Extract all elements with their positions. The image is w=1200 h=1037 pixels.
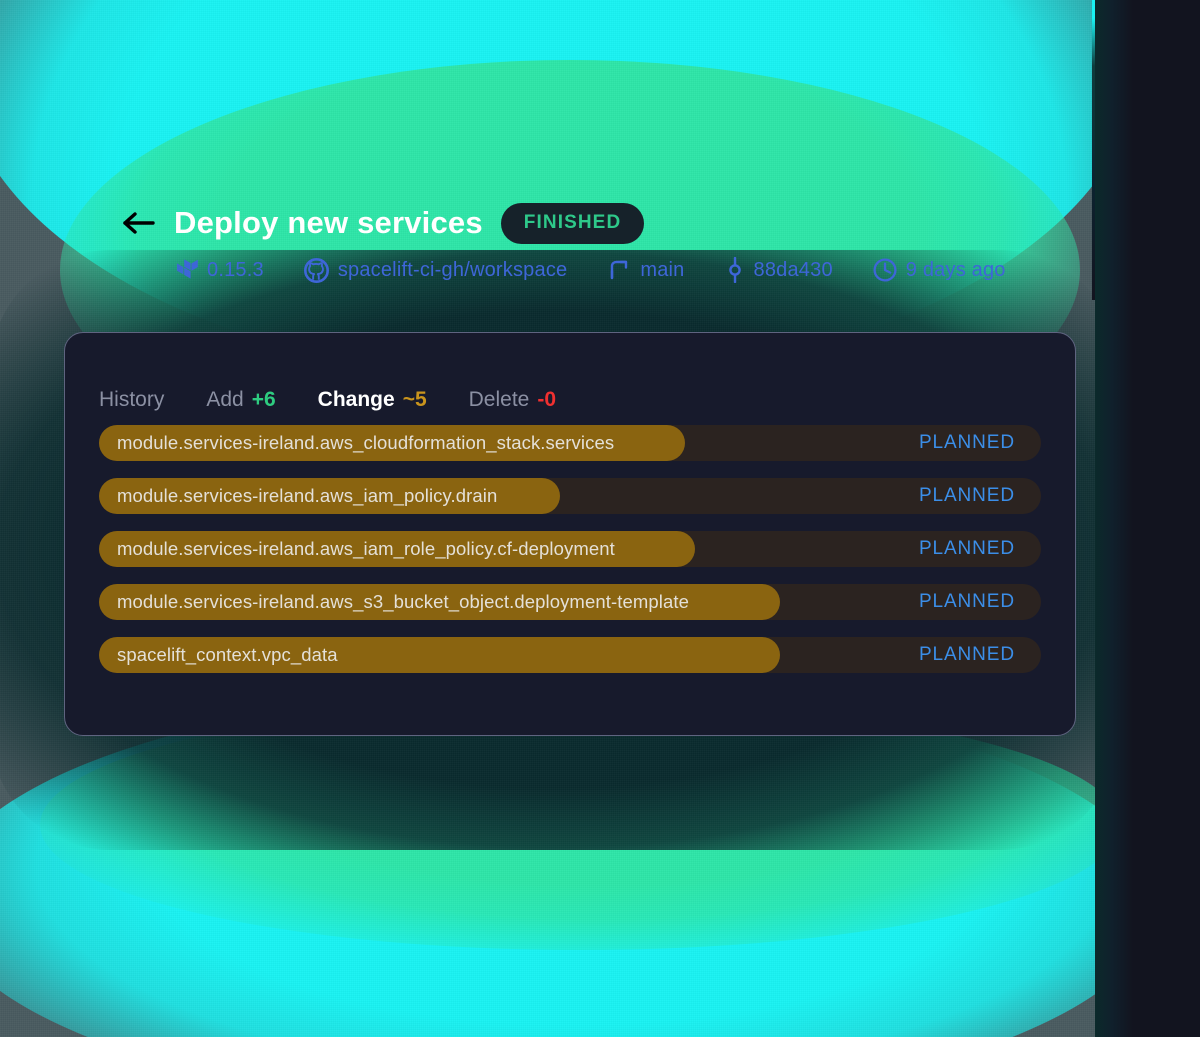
meta-timestamp-label: 9 days ago — [905, 258, 1006, 281]
tab-history-label: History — [99, 388, 165, 411]
tab-change-count: ~5 — [402, 388, 427, 411]
meta-branch[interactable]: main — [607, 258, 684, 282]
status-badge: PLANNED — [918, 591, 1015, 612]
resource-name: module.services-ireland.aws_cloudformati… — [117, 432, 615, 453]
glow-bottom-cyan — [0, 690, 1160, 1037]
tab-delete-count: -0 — [537, 388, 557, 411]
status-badge: PLANNED — [918, 432, 1015, 453]
arrow-left-icon[interactable] — [122, 210, 156, 236]
status-badge: FINISHED — [500, 202, 645, 244]
title-row: Deploy new services FINISHED — [0, 196, 1095, 250]
meta-branch-label: main — [640, 258, 685, 281]
meta-commit[interactable]: 88da430 — [725, 257, 833, 283]
resource-name: module.services-ireland.aws_s3_bucket_ob… — [117, 591, 689, 612]
tab-delete-label: Delete — [468, 388, 530, 411]
github-icon — [303, 257, 329, 283]
tab-history[interactable]: History — [99, 388, 164, 412]
meta-repository[interactable]: spacelift-ci-gh/workspace — [303, 257, 568, 283]
page-title: Deploy new services — [174, 205, 483, 240]
commit-icon — [725, 257, 745, 283]
changes-card: History Add +6 Change ~5 Delete -0 modul… — [64, 332, 1076, 736]
run-metadata: 0.15.3 spacelift-ci-gh/workspace — [0, 250, 1095, 290]
resource-name: spacelift_context.vpc_data — [117, 644, 338, 665]
run-header: Deploy new services FINISHED 0.15.3 — [0, 196, 1095, 290]
terraform-icon — [176, 258, 198, 282]
table-row[interactable]: module.services-ireland.aws_iam_role_pol… — [99, 531, 1041, 567]
tab-add-label: Add — [206, 388, 244, 411]
tab-add-count: +6 — [251, 388, 276, 411]
tab-change[interactable]: Change ~5 — [318, 388, 427, 412]
table-row[interactable]: module.services-ireland.aws_iam_policy.d… — [99, 478, 1041, 514]
resource-progress-pill: module.services-ireland.aws_iam_role_pol… — [99, 531, 695, 567]
table-row[interactable]: module.services-ireland.aws_cloudformati… — [99, 425, 1041, 461]
meta-terraform-version-label: 0.15.3 — [207, 258, 264, 281]
status-badge: PLANNED — [918, 644, 1015, 665]
meta-terraform-version[interactable]: 0.15.3 — [176, 258, 264, 282]
resource-progress-pill: module.services-ireland.aws_s3_bucket_ob… — [99, 584, 780, 620]
glow-top-cyan — [0, 0, 1140, 380]
resource-name: module.services-ireland.aws_iam_role_pol… — [117, 538, 615, 559]
meta-repository-label: spacelift-ci-gh/workspace — [337, 258, 568, 281]
resource-progress-pill: spacelift_context.vpc_data — [99, 637, 780, 673]
meta-commit-label: 88da430 — [753, 258, 833, 281]
right-panel-shading — [1095, 0, 1133, 1037]
table-row[interactable]: spacelift_context.vpc_data PLANNED — [99, 637, 1041, 673]
glow-bottom-green — [40, 700, 1120, 950]
resource-progress-pill: module.services-ireland.aws_iam_policy.d… — [99, 478, 560, 514]
status-badge: PLANNED — [918, 485, 1015, 506]
tab-change-label: Change — [317, 388, 395, 411]
tab-bar: History Add +6 Change ~5 Delete -0 — [65, 333, 1075, 425]
branch-icon — [607, 258, 631, 282]
tab-add[interactable]: Add +6 — [206, 388, 275, 412]
status-badge: PLANNED — [918, 538, 1015, 559]
resource-list: module.services-ireland.aws_cloudformati… — [65, 425, 1075, 673]
clock-icon — [873, 258, 897, 282]
table-row[interactable]: module.services-ireland.aws_s3_bucket_ob… — [99, 584, 1041, 620]
resource-name: module.services-ireland.aws_iam_policy.d… — [117, 485, 498, 506]
meta-timestamp: 9 days ago — [873, 258, 1006, 282]
tab-delete[interactable]: Delete -0 — [469, 388, 556, 412]
resource-progress-pill: module.services-ireland.aws_cloudformati… — [99, 425, 685, 461]
